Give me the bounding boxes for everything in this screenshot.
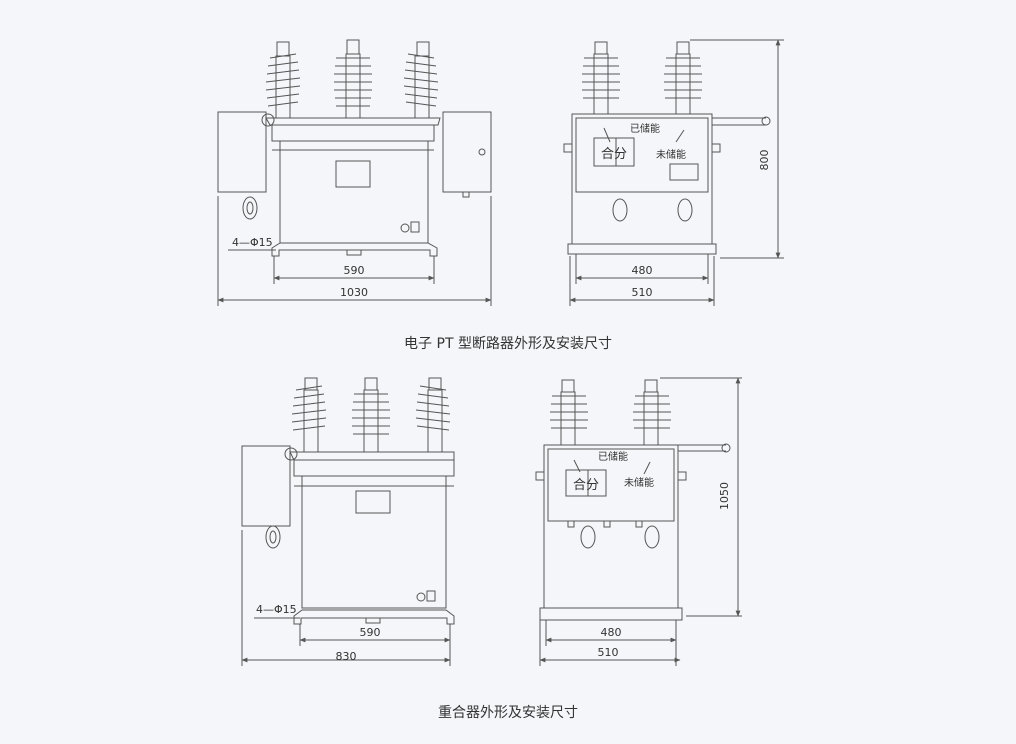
fig2-side-dim-outer: 510 xyxy=(598,646,619,659)
fig1-front-tank xyxy=(279,140,429,244)
figure1-caption: 电子 PT 型断路器外形及安装尺寸 xyxy=(404,336,612,352)
fig2-side-charged-label: 已储能 xyxy=(598,450,628,463)
fig2-side-dim-height: 1050 xyxy=(718,482,731,510)
fig1-front-hole-label: 4—Φ15 xyxy=(232,236,273,249)
fig2-side-dim-inner: 480 xyxy=(601,626,622,639)
fig1-side-uncharged-label: 未储能 xyxy=(656,148,686,161)
fig1-front-insulator-1 xyxy=(265,41,301,119)
fig1-front-insulator-3 xyxy=(403,41,439,119)
fig2-side-uncharged-label: 未储能 xyxy=(624,476,654,489)
fig2-front-left-box xyxy=(241,445,291,527)
fig2-front-tank xyxy=(301,475,447,609)
fig2-side-body xyxy=(543,444,679,609)
fig1-side-dim-height: 800 xyxy=(758,150,771,171)
fig2-side-panel-label: 合分 xyxy=(573,478,599,493)
fig1-front-insulator-2 xyxy=(334,39,372,119)
fig1-front-right-box xyxy=(442,111,492,193)
fig1-front-view xyxy=(217,39,492,306)
figure2-caption: 重合器外形及安装尺寸 xyxy=(438,705,578,721)
fig2-front-dim-inner: 590 xyxy=(360,626,381,639)
fig2-side-view xyxy=(535,377,742,666)
fig2-front-dim-outer: 830 xyxy=(336,650,357,663)
fig2-front-hole-label: 4—Φ15 xyxy=(256,603,297,616)
fig2-front-view xyxy=(241,377,455,666)
fig1-front-dim-outer: 1030 xyxy=(340,286,368,299)
fig1-front-left-box xyxy=(217,111,267,193)
fig1-side-charged-label: 已储能 xyxy=(630,122,660,135)
fig1-side-dim-outer: 510 xyxy=(632,286,653,299)
fig1-side-dim-inner: 480 xyxy=(632,264,653,277)
fig1-side-panel-label: 合分 xyxy=(601,147,627,162)
fig1-side-view xyxy=(563,39,784,306)
fig1-front-dim-inner: 590 xyxy=(344,264,365,277)
